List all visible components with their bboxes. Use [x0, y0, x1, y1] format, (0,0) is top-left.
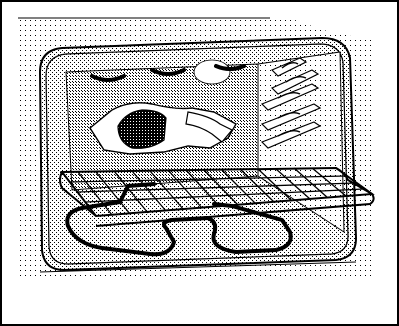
cavity-reflection — [194, 60, 230, 84]
bake-element-terminal — [128, 184, 154, 186]
